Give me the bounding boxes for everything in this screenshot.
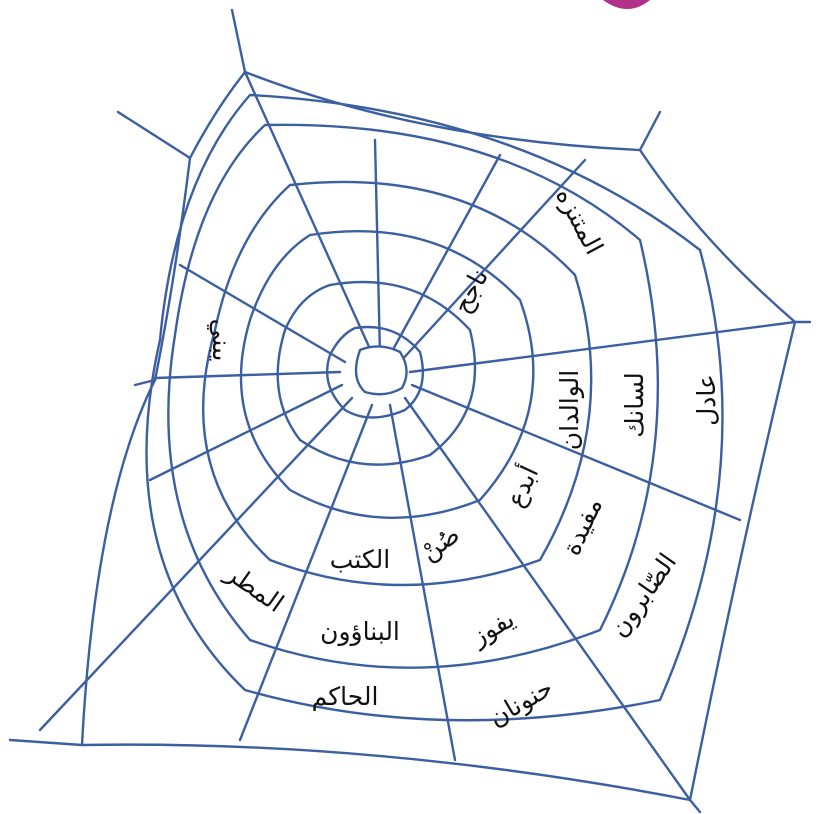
web-outer-frame <box>82 72 795 800</box>
word-almatar: المطر <box>218 557 289 619</box>
word-hanunan: حنونان <box>484 673 559 733</box>
web-anchor-threads <box>10 10 810 812</box>
word-albanaun: البناؤون <box>320 617 400 647</box>
word-alwalidan: الوالدان <box>555 370 585 450</box>
word-lisanak: لسانك <box>620 372 649 438</box>
word-yafuz: يفوز <box>464 604 519 653</box>
web-hub <box>356 346 407 394</box>
word-sun: صُنْ <box>415 520 465 568</box>
web-spokes <box>40 72 795 800</box>
word-alkutub: الكتب <box>330 545 390 574</box>
word-mufida: مفيدة <box>557 493 609 559</box>
word-adil: عادل <box>692 374 721 426</box>
decorative-blob <box>603 0 650 9</box>
word-yabni: يبني <box>207 319 236 362</box>
word-almutanazzih: المتنزه <box>549 183 609 260</box>
word-alhakim: الحاكم <box>312 682 379 711</box>
